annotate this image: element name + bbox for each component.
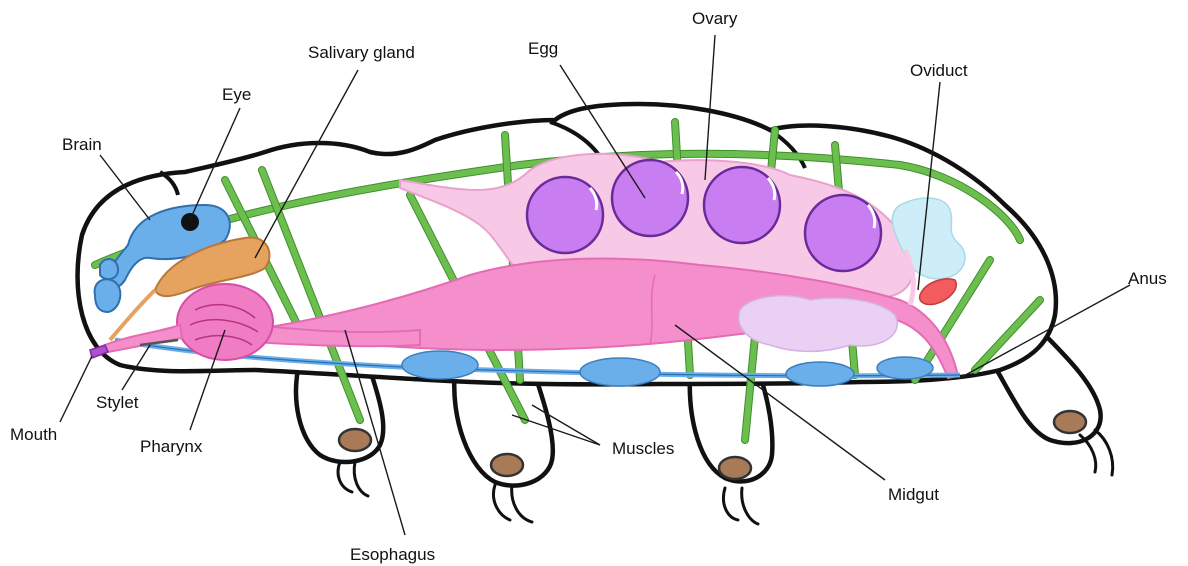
eye [181, 213, 199, 231]
label-anus: Anus [1128, 269, 1167, 288]
label-mouth: Mouth [10, 425, 57, 444]
brain-lobe [95, 279, 121, 312]
pharynx [177, 284, 273, 360]
label-eye: Eye [222, 85, 251, 104]
brain-lobe-2 [100, 259, 118, 279]
ganglion-1 [402, 351, 478, 379]
label-ovary: Ovary [692, 9, 738, 28]
label-egg: Egg [528, 39, 558, 58]
egg-2 [612, 160, 688, 236]
label-pharynx: Pharynx [140, 437, 203, 456]
label-muscles: Muscles [612, 439, 674, 458]
label-esophagus: Esophagus [350, 545, 435, 564]
label-salivary-gland: Salivary gland [308, 43, 415, 62]
gland-lilac [739, 296, 897, 352]
label-oviduct: Oviduct [910, 61, 968, 80]
ganglion-4 [877, 357, 933, 379]
label-stylet: Stylet [96, 393, 139, 412]
label-brain: Brain [62, 135, 102, 154]
label-midgut: Midgut [888, 485, 939, 504]
leader-mouth [60, 356, 92, 422]
ganglion-2 [580, 358, 660, 386]
ganglion-3 [786, 362, 854, 386]
